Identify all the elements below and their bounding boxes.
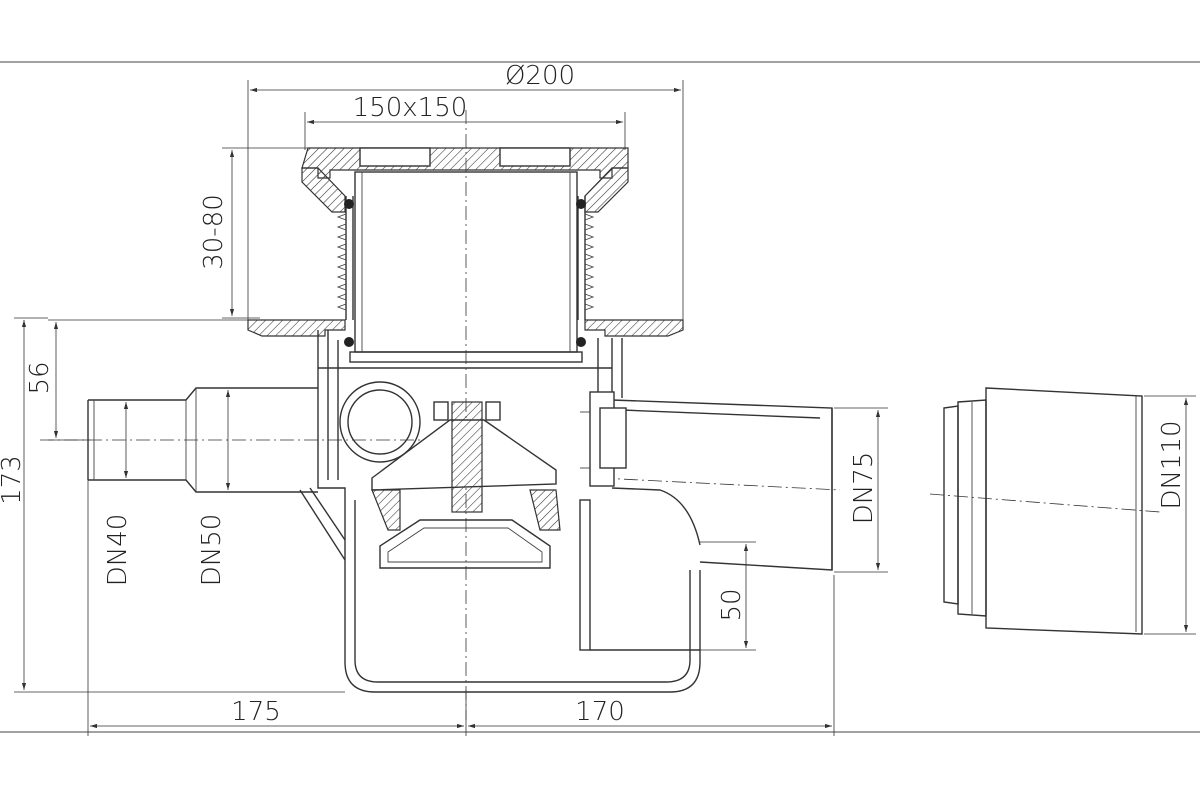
dim-dn50: DN50 [197,390,231,587]
inlet-pipe [87,387,318,493]
dim-dn75: DN75 [834,407,888,573]
dim-inlet-height-label: 56 [25,361,55,394]
odour-trap [339,381,561,569]
dim-height-adjust-label: 30-80 [199,194,229,270]
outlet-center-line [599,477,841,491]
dim-outlet-offset-label: 50 [717,588,747,621]
adapter-dn110 [943,387,1143,635]
dim-grate: 150x150 [304,93,626,150]
dn40-label: DN40 [103,514,133,587]
grate-frame [301,147,629,213]
outlet-pipe [580,391,833,571]
dim-outlet-offset: 50 [700,541,756,651]
drain-body [299,330,701,693]
dim-dn110: DN110 [1144,395,1196,635]
threaded-sleeve-left [336,196,354,347]
dim-diameter: Ø200 [247,61,684,322]
dim-grate-label: 150x150 [353,93,468,123]
dim-dn40: DN40 [103,402,133,586]
dim-diameter-label: Ø200 [505,61,575,91]
dn50-label: DN50 [197,514,227,587]
grate-insert [349,171,583,363]
dim-height-adjust: 30-80 [199,147,310,319]
dim-total-height-label: 173 [0,455,27,505]
dim-inlet-height: 56 [25,319,250,441]
dn110-label: DN110 [1157,420,1187,509]
adapter-center-line [929,493,1161,513]
flange [247,319,684,337]
threaded-sleeve-right [576,196,595,347]
dim-total-height: 173 [0,317,345,693]
dim-left-width-label: 175 [231,697,281,727]
dim-right-width-label: 170 [575,697,625,727]
dn75-label: DN75 [849,452,879,525]
